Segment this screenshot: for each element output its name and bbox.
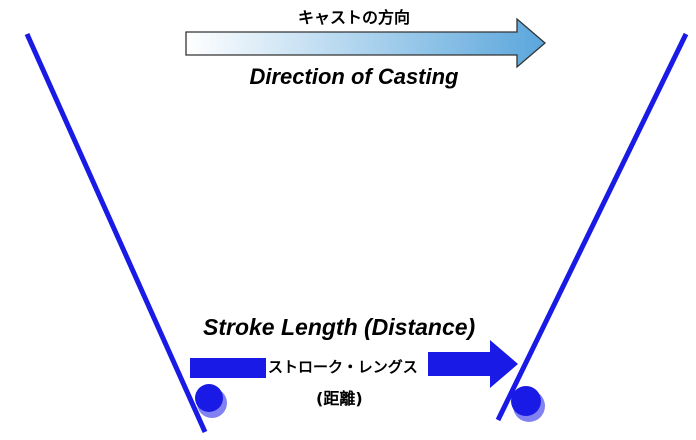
right-ball: [511, 386, 541, 416]
left-mold-line: [24, 32, 208, 434]
stroke-arrow-right-head: [428, 340, 518, 388]
stroke-length-label-jp: ストローク・レングス: [268, 358, 418, 376]
right-mold-line: [495, 32, 689, 422]
left-ball: [195, 384, 223, 412]
casting-direction-arrow: [185, 17, 546, 69]
stroke-arrow-left-bar: [190, 358, 266, 378]
casting-direction-label-jp: キャストの方向: [297, 8, 410, 27]
casting-direction-label-en: Direction of Casting: [249, 64, 459, 89]
distance-label-jp: (距離): [316, 389, 363, 408]
stroke-length-label-en: Stroke Length (Distance): [203, 314, 476, 340]
